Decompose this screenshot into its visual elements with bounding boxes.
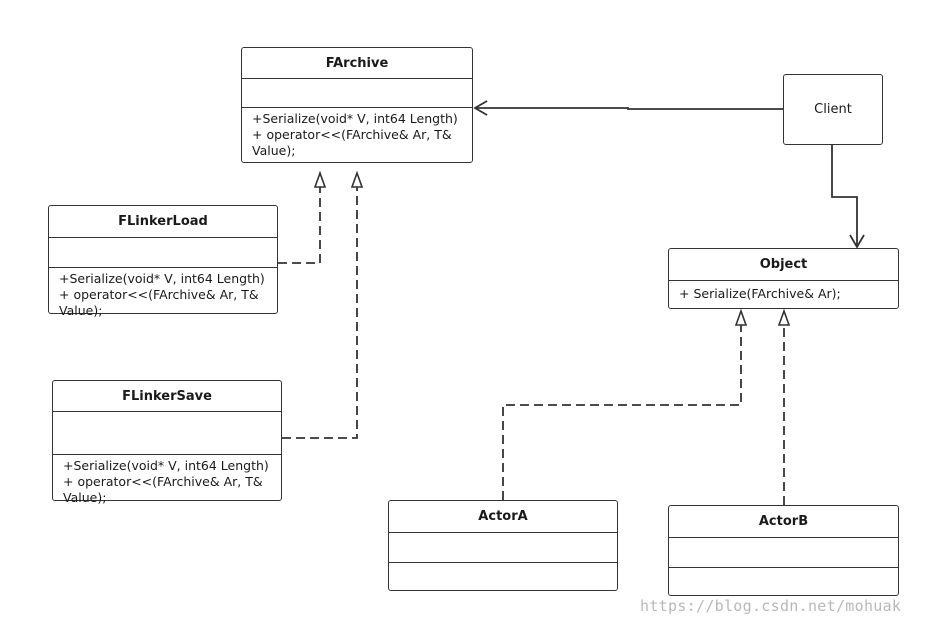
operations-compartment: + Serialize(FArchive& Ar); bbox=[669, 280, 898, 302]
class-object: Object + Serialize(FArchive& Ar); bbox=[668, 248, 899, 309]
class-name: FLinkerSave bbox=[122, 388, 212, 404]
attributes-compartment bbox=[242, 78, 472, 107]
attributes-compartment bbox=[669, 537, 898, 567]
operations-compartment: +Serialize(void* V, int64 Length) + oper… bbox=[53, 454, 281, 506]
operations-compartment bbox=[389, 562, 617, 589]
class-farchive: FArchive +Serialize(void* V, int64 Lengt… bbox=[241, 47, 473, 163]
attributes-compartment bbox=[49, 237, 277, 267]
actora-realization-line bbox=[502, 324, 742, 500]
class-flinkersave: FLinkerSave +Serialize(void* V, int64 Le… bbox=[52, 380, 282, 505]
arrowhead-open bbox=[473, 100, 488, 116]
class-actorb: ActorB bbox=[668, 505, 899, 596]
realization-arrowhead bbox=[313, 170, 327, 188]
attributes-compartment bbox=[53, 411, 281, 454]
arrowhead-open bbox=[849, 234, 865, 249]
class-flinkerload: FLinkerLoad +Serialize(void* V, int64 Le… bbox=[48, 205, 278, 318]
realization-arrowhead bbox=[777, 308, 791, 326]
flinkersave-realization-line bbox=[282, 186, 358, 439]
watermark: https://blog.csdn.net/mohuak bbox=[640, 597, 902, 615]
operations-compartment: +Serialize(void* V, int64 Length) + oper… bbox=[242, 107, 472, 159]
attributes-compartment bbox=[389, 532, 617, 562]
client-farchive-association bbox=[475, 107, 783, 110]
class-name: FLinkerLoad bbox=[118, 214, 208, 229]
class-name: ActorB bbox=[758, 514, 809, 529]
operations-compartment bbox=[669, 567, 898, 594]
flinkerload-realization-line bbox=[278, 186, 321, 264]
client-box: Client bbox=[783, 74, 883, 145]
operations-compartment: +Serialize(void* V, int64 Length) + oper… bbox=[49, 267, 277, 319]
class-actora: ActorA bbox=[388, 500, 618, 591]
realization-arrowhead bbox=[350, 170, 364, 188]
class-name: Object bbox=[759, 257, 808, 272]
realization-arrowhead bbox=[734, 308, 748, 326]
client-object-association bbox=[831, 145, 858, 246]
class-name: FArchive bbox=[325, 55, 389, 71]
class-name: ActorA bbox=[478, 509, 528, 524]
client-label: Client bbox=[814, 102, 852, 117]
